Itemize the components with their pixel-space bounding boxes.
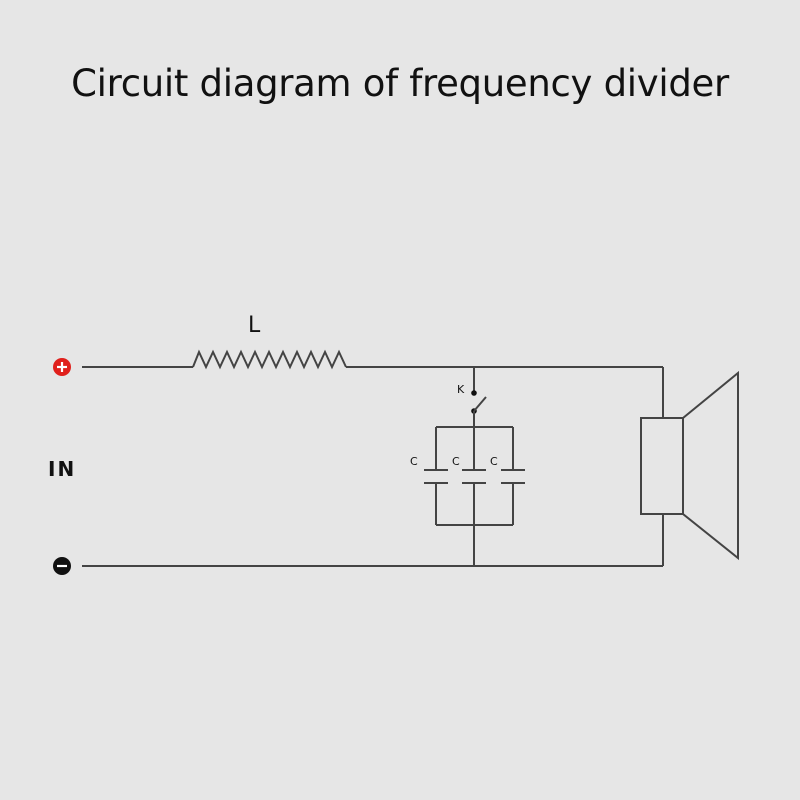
speaker-cone xyxy=(682,370,739,561)
switch-label: K xyxy=(457,383,465,396)
switch-blade xyxy=(473,396,487,412)
capacitor-1: C xyxy=(410,427,448,525)
capacitor-label: C xyxy=(490,455,498,468)
input-label: IN xyxy=(48,457,76,481)
inductor-label: L xyxy=(248,313,261,338)
capacitor-label: C xyxy=(410,455,418,468)
negative-terminal xyxy=(53,557,71,575)
inductor-L xyxy=(192,349,347,370)
positive-terminal xyxy=(53,358,71,376)
speaker-magnet xyxy=(640,417,684,515)
diagram-title: Circuit diagram of frequency divider xyxy=(71,62,729,105)
capacitor-2: C xyxy=(452,427,486,566)
speaker xyxy=(640,367,739,566)
capacitor-3: C xyxy=(490,427,525,525)
switch-contact-top xyxy=(471,390,477,396)
switch-K: K xyxy=(457,367,487,427)
capacitor-bank: C C C xyxy=(410,426,525,566)
capacitor-label: C xyxy=(452,455,460,468)
